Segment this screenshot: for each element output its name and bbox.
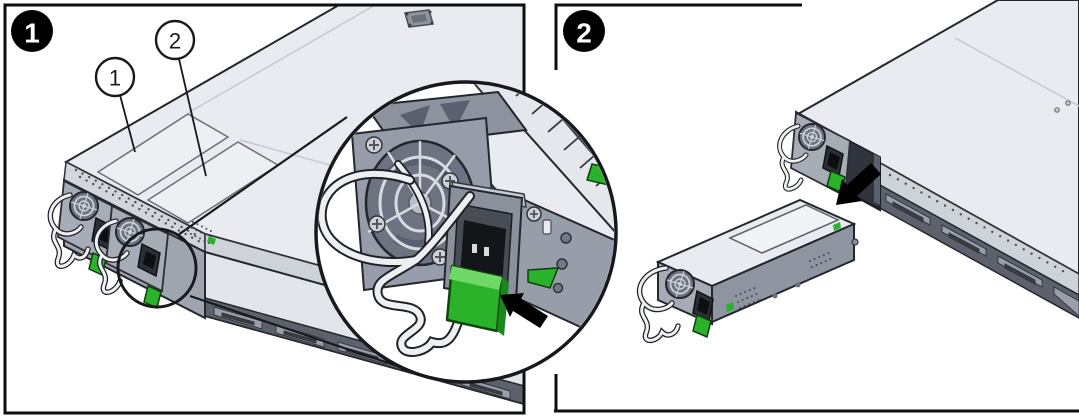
psu-fan-icon [665, 269, 695, 299]
rear-vent-grid [190, 221, 212, 244]
magnifier-detail-circle [314, 80, 618, 384]
top-screw [1054, 107, 1060, 113]
ac-inlet-socket [827, 152, 840, 170]
chassis-top-emblem [404, 9, 434, 28]
cover-seam [954, 37, 1079, 107]
vent-hole [556, 258, 568, 270]
panel-2-badge: 2 [563, 10, 605, 52]
psu-right-face-details [526, 206, 572, 294]
panel-1-badge: 1 [11, 10, 53, 52]
badge-1-label: 1 [24, 18, 40, 49]
callout-1-leader [119, 94, 136, 153]
removal-direction-arrow-icon [836, 163, 881, 205]
ac-inlet-socket [143, 251, 156, 269]
side-vent-grid [735, 286, 762, 309]
retention-wire [98, 253, 122, 294]
callout-1-label: 1 [109, 66, 121, 91]
vent-holes-row [888, 173, 1072, 277]
callout-circle-1 [94, 56, 136, 98]
release-latch-magnified [445, 264, 509, 336]
ac-inlet-socket [697, 297, 710, 315]
detail-source-circle [116, 227, 198, 309]
badge-circle [11, 10, 53, 52]
installed-power-supply [777, 111, 851, 198]
badge-circle [563, 10, 605, 52]
side-latch-wedge [527, 267, 560, 289]
cover-seam [187, 6, 374, 114]
removed-power-supply [636, 198, 859, 344]
release-latch [692, 313, 712, 339]
magnifier-leader-line [189, 294, 431, 379]
rack-rail-segments [885, 193, 1079, 317]
fan-blade-top [440, 100, 470, 130]
top-screw [1065, 100, 1071, 106]
magnifier-leader-line [177, 116, 348, 236]
bay-inner-wall [874, 154, 880, 205]
side-screw [795, 282, 801, 288]
bail-handle-magnified [318, 160, 475, 357]
psu-fan-icon [798, 123, 826, 151]
panel2-chassis-illustration [636, 0, 1079, 344]
vent-hole [560, 232, 572, 244]
power-supply-1 [93, 204, 169, 310]
side-screw [772, 293, 778, 299]
badge-2-label: 2 [576, 18, 592, 49]
callout-2-leader [178, 58, 207, 177]
retention-wire [640, 301, 680, 342]
inlet-pin [484, 247, 489, 256]
callout-2-label: 2 [169, 29, 181, 54]
adjacent-bay-latch [207, 236, 216, 245]
callout-circle-2 [154, 19, 196, 61]
side-green-tab [833, 222, 841, 231]
warning-label [542, 219, 552, 235]
retention-wire [52, 227, 90, 268]
vent-holes-row [78, 175, 204, 245]
psu-fan-icon [69, 191, 99, 221]
inlet-pin [472, 244, 477, 253]
press-latch-arrow-icon [500, 293, 548, 328]
vent-hole [552, 282, 564, 294]
magnified-psu-detail [318, 84, 614, 357]
psu-top-label [728, 204, 840, 254]
end-stud [851, 238, 859, 246]
side-green-tab [726, 302, 734, 312]
retention-wire [780, 155, 803, 191]
vent-holes-row [74, 168, 200, 238]
side-vent-grid [809, 251, 834, 268]
